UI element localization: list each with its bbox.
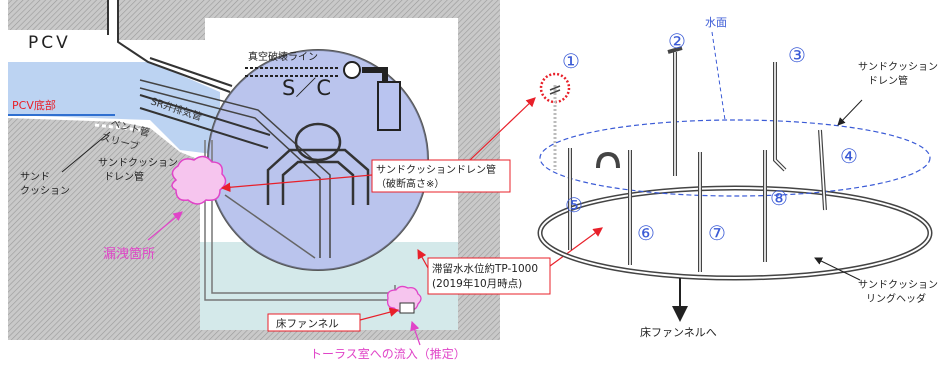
label-num-8: ⑧ — [770, 186, 788, 210]
leak-cloud-icon — [171, 155, 227, 205]
callout-drain-arrow-left — [220, 174, 373, 193]
sand-cushion-leader — [61, 131, 111, 173]
callout-drain-2: （破断高さ※） — [376, 177, 444, 190]
floor-funnel-box — [267, 313, 361, 332]
leak-arrow — [147, 211, 183, 241]
ring-header-label-2: リングヘッダ — [866, 292, 926, 305]
ring-header-label-1: サンドクッション — [858, 279, 938, 291]
pcv-floor-label: PCV底部 — [12, 98, 56, 112]
label-num-4: ④ — [840, 144, 858, 168]
label-num-7: ⑦ — [708, 221, 726, 245]
vent-pipe — [139, 94, 271, 149]
to-funnel-label: 床ファンネルへ — [640, 325, 717, 339]
pipe-2-top — [667, 46, 683, 54]
label-num-5: ⑤ — [565, 193, 583, 217]
pipe-1-stub — [549, 85, 561, 95]
water-surface — [539, 119, 931, 197]
pcv-shell — [107, 0, 231, 93]
pipe-3 — [773, 62, 787, 172]
torus-inflow-arrow — [410, 320, 421, 346]
callout-drain-arrow-right — [469, 97, 536, 161]
callout-drain-1: サンドクッションドレン管 — [376, 163, 496, 176]
drain-pipes — [568, 46, 827, 272]
pcv-water — [8, 62, 220, 155]
bottom-drain-pipe — [224, 194, 316, 259]
drain-pipe-label-1: サンドクッション — [858, 61, 938, 73]
sc-label: S／C — [282, 76, 331, 100]
callout-drain-box — [371, 159, 511, 193]
label-num-6: ⑥ — [637, 221, 655, 245]
label-num-2: ② — [668, 29, 686, 53]
pedestal-concrete — [8, 118, 200, 330]
pcv-label: PCV — [28, 33, 71, 53]
downcomer-head — [294, 122, 342, 162]
vacuum-line-label: 真空破壊ライン — [248, 50, 318, 63]
floor-funnel-arrow — [359, 307, 400, 321]
drain-pipe-label-2: ドレン管 — [868, 74, 908, 87]
water-surface-label: 水面 — [705, 16, 727, 29]
drain-pipe-arrow — [837, 99, 863, 126]
torus-inflow-label: トーラス室への流入（推定） — [310, 346, 466, 361]
drain-label-1: サンドクッション — [98, 157, 178, 169]
vacuum-valve-icon — [343, 61, 361, 79]
callout-water-box — [427, 257, 551, 295]
pipe-hook — [596, 151, 620, 169]
leak-label: 漏洩箇所 — [103, 246, 155, 262]
ring-header-arrow — [814, 257, 861, 281]
callout-water-1: 滞留水水位約TP-1000 — [432, 262, 538, 275]
callout-water-arrow-left — [417, 248, 429, 269]
ring-header-inner — [539, 187, 931, 279]
label-num-3: ③ — [788, 43, 806, 67]
floor-funnel — [399, 302, 415, 314]
sand-cushion-label-1: サンド — [20, 171, 50, 183]
pcv-dash — [94, 123, 141, 132]
label-num-1: ① — [562, 49, 580, 73]
left-diagram: PCV PCV底部 真空破壊ライン S／C SR弁排気管 ベント管 スリーブ サ… — [8, 0, 603, 361]
sr-pipe — [139, 79, 331, 258]
floor-funnel-label: 床ファンネル — [276, 317, 339, 330]
right-diagram: ① ② ③ ④ ⑤ ⑥ ⑦ ⑧ 水面 サンドクッション ドレン管 サンドクッショ… — [537, 16, 938, 339]
drain-label-2: ドレン管 — [104, 170, 144, 183]
water-surface-leader — [711, 31, 726, 121]
sand-cushion-label-2: クッション — [20, 185, 70, 197]
pcv-shell-inner — [149, 57, 233, 87]
callout-water-2: (2019年10月時点) — [432, 277, 522, 290]
vacuum-pipe-elbow — [362, 67, 388, 85]
callout-water-arrow-right — [549, 227, 603, 267]
vacuum-tank — [377, 81, 401, 131]
